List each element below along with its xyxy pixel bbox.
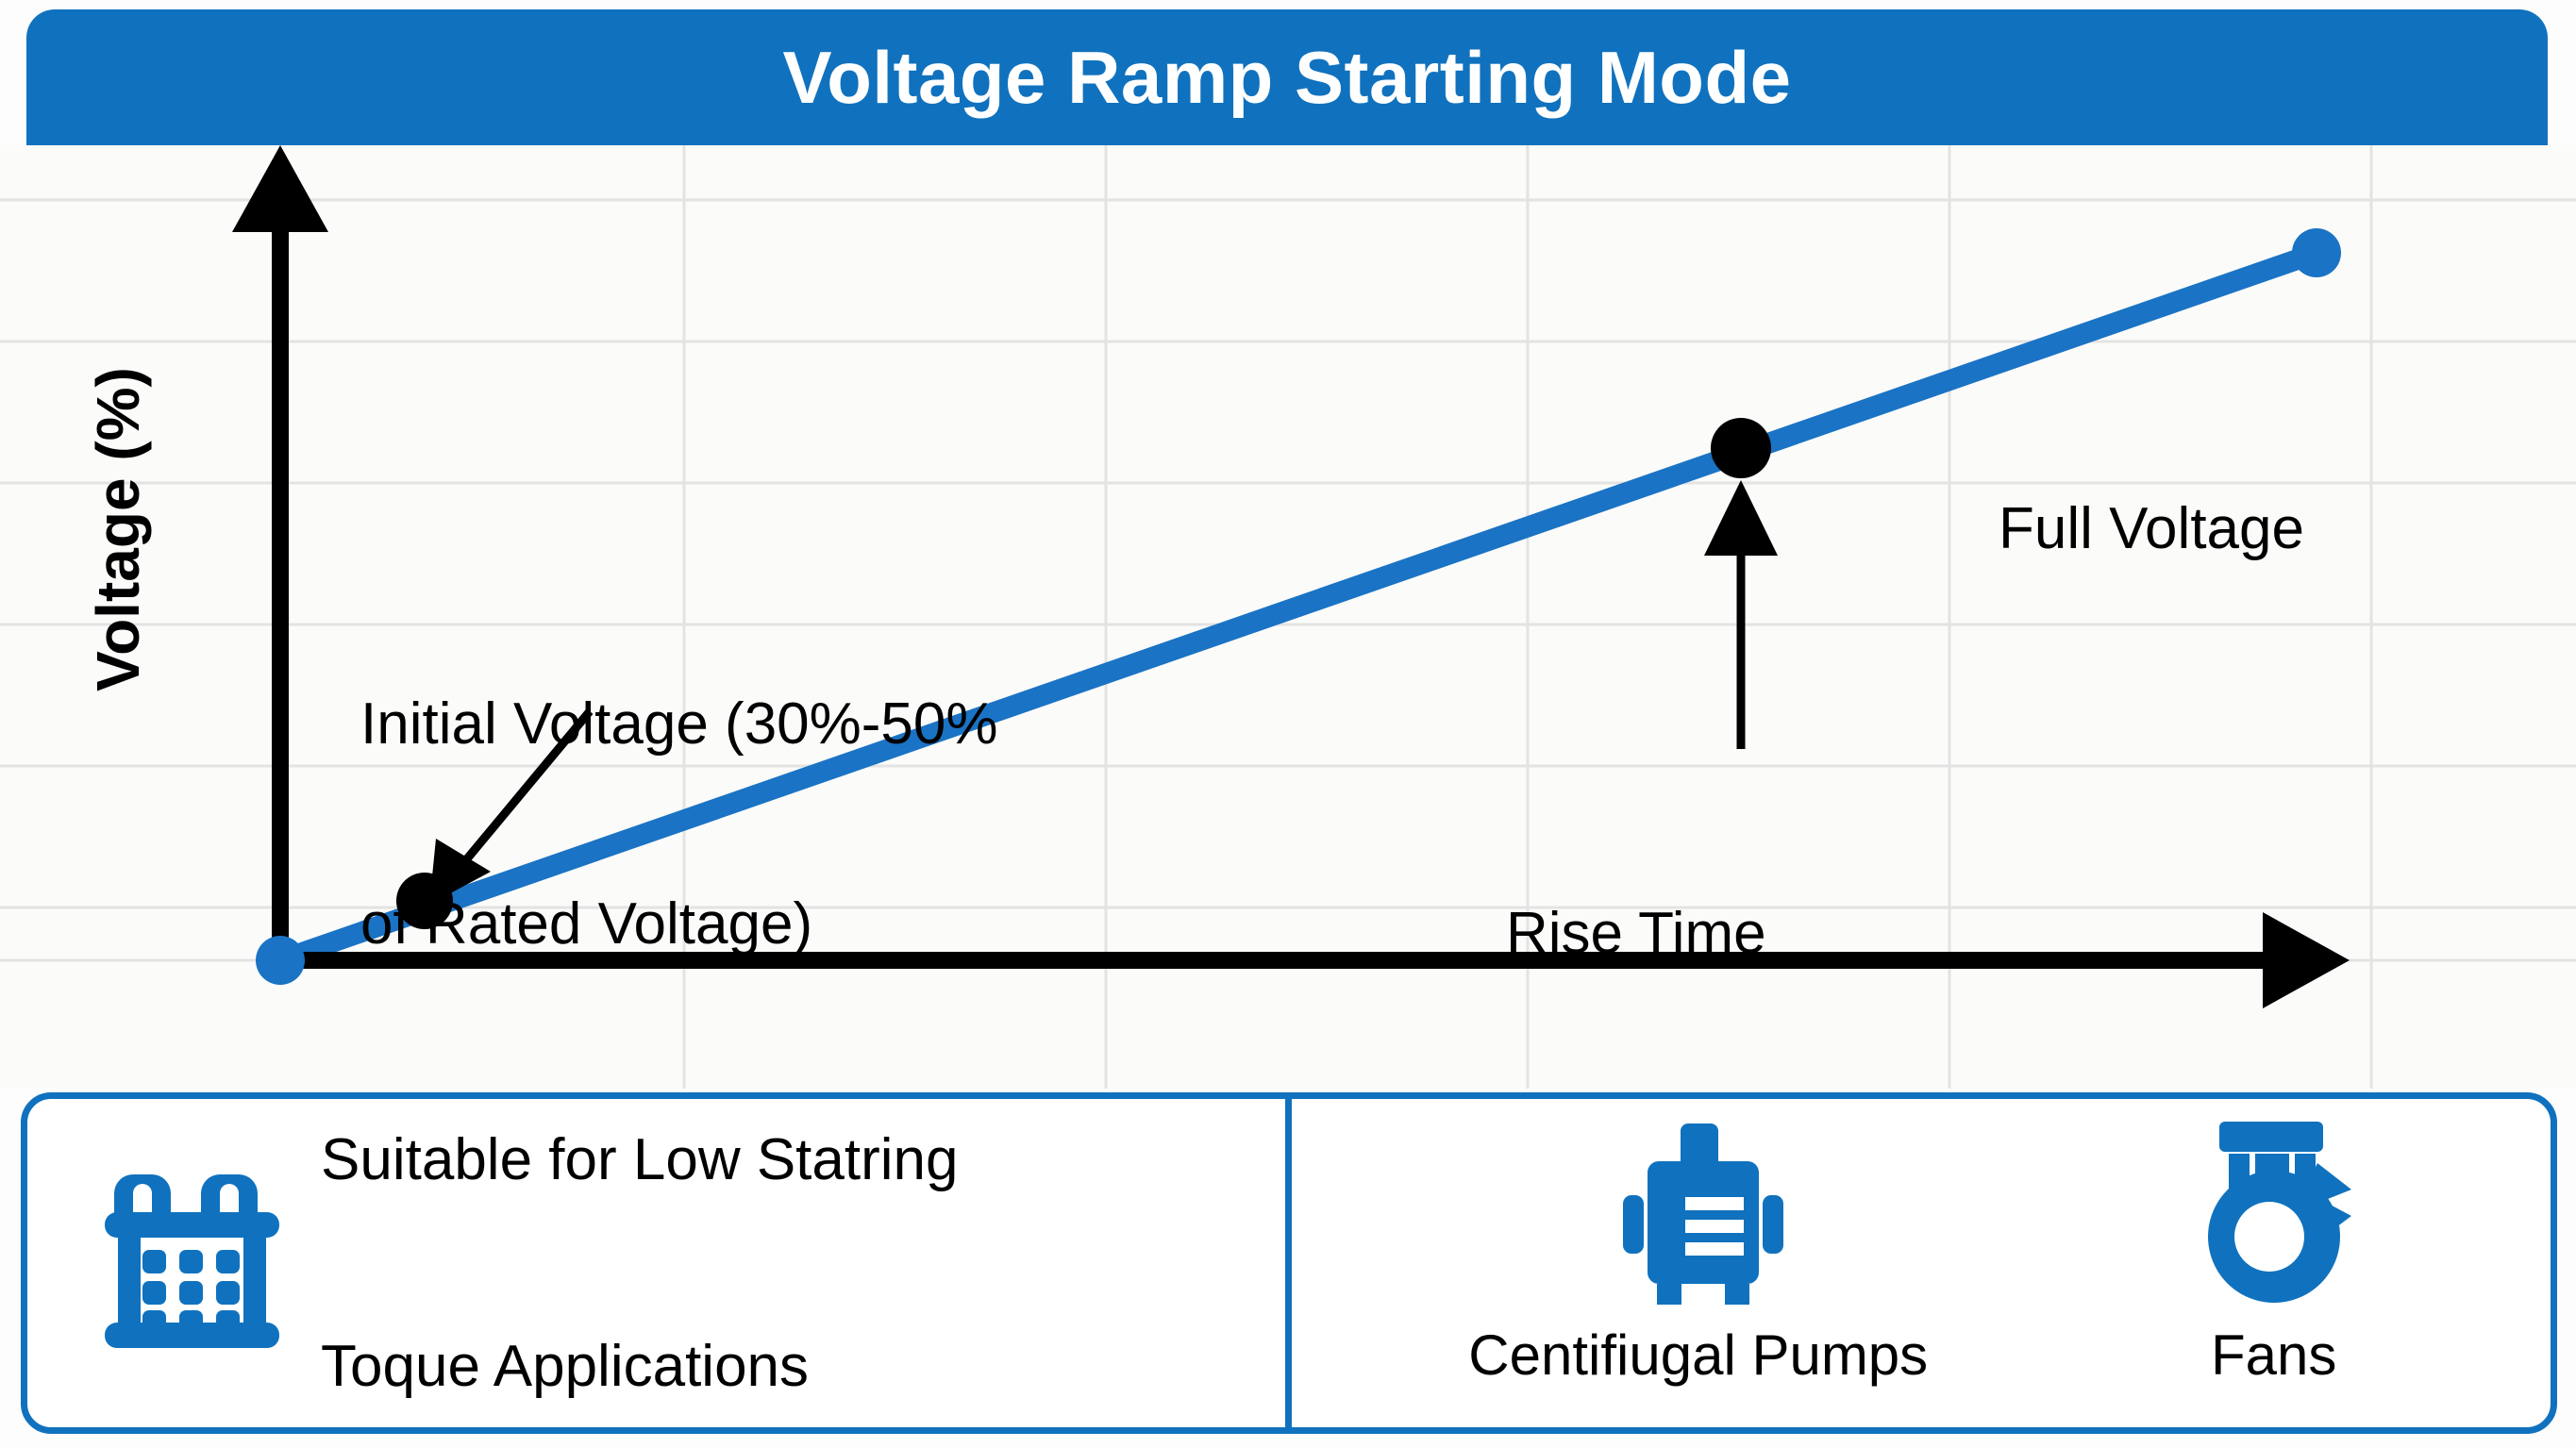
initial-voltage-arrow (429, 708, 594, 905)
fan-pump-icon (2180, 1116, 2368, 1309)
motor-pump-icon (1602, 1116, 1800, 1314)
initial-voltage-annotation: Initial Voltage (30%-50% of Rated Voltag… (360, 558, 998, 1091)
origin-point-marker (256, 936, 305, 985)
y-axis-arrowhead (232, 145, 328, 232)
card-left-line2: Toque Applications (321, 1334, 810, 1400)
card-low-starting-torque: Suitable for Low Statring Toque Applicat… (27, 1099, 1292, 1427)
rise-time-annotation-line1: Rise Time (1506, 901, 1766, 967)
feature-cards-row: Suitable for Low Statring Toque Applicat… (21, 1092, 2557, 1434)
rise-time-point-marker (1711, 418, 1771, 478)
x-axis-arrowhead (2263, 912, 2350, 1008)
initial-voltage-annotation-line2: of Rated Voltage) (360, 891, 813, 957)
initial-voltage-annotation-line1: Initial Voltage (30%-50% (360, 691, 998, 757)
chart-axes (232, 145, 2350, 1008)
voltage-ramp-chart (0, 145, 2576, 1089)
full-voltage-point-marker (2292, 228, 2341, 277)
calendar-icon (105, 1167, 279, 1360)
rise-time-arrow (1704, 480, 1778, 749)
card-left-line1: Suitable for Low Statring (321, 1126, 959, 1192)
card-applications: Centifiugal Pumps (1292, 1099, 2551, 1427)
y-axis-label: Voltage (%) (84, 367, 152, 691)
application-caption-pumps: Centifiugal Pumps (1468, 1323, 1929, 1387)
chart-panel: Voltage (%) Time (s) Initial Voltage (30… (0, 145, 2576, 1190)
page-title: Voltage Ramp Starting Mode (782, 36, 1792, 119)
application-centrifugal-pumps: Centifiugal Pumps (1468, 1099, 1928, 1427)
header-bar: Voltage Ramp Starting Mode (26, 9, 2548, 145)
card-low-starting-torque-text: Suitable for Low Statring Toque Applicat… (321, 987, 959, 1448)
application-caption-fans: Fans (2211, 1323, 2337, 1387)
full-voltage-annotation: Full Voltage (1999, 496, 2304, 561)
application-fans: Fans (2180, 1099, 2368, 1427)
voltage-ramp-line (270, 242, 2327, 971)
